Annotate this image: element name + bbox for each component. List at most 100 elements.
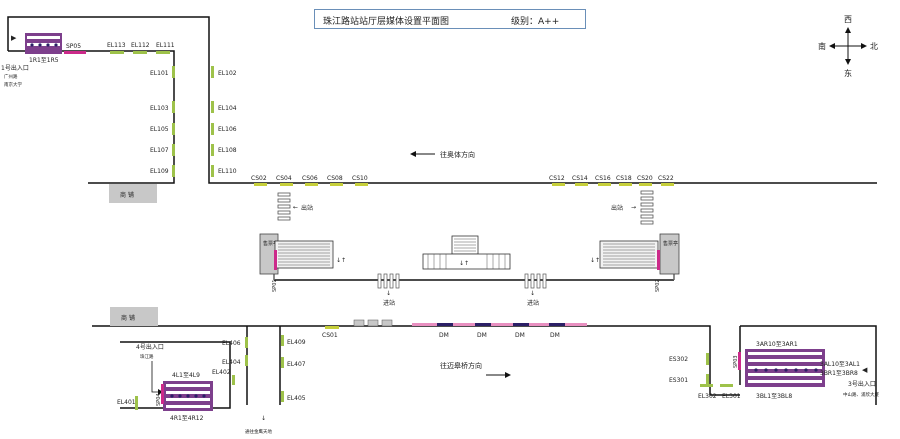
panel-stripe xyxy=(748,380,822,383)
gate xyxy=(640,214,654,219)
escalator-left xyxy=(274,240,334,269)
compass-east-label: 东 xyxy=(844,68,852,78)
cs12-label: CS12 xyxy=(549,175,565,182)
panel-dot xyxy=(186,394,190,398)
lightbox-el113 xyxy=(110,51,124,54)
service-booth-right xyxy=(659,233,680,275)
gate xyxy=(377,273,382,289)
lightbox-el109 xyxy=(172,165,175,177)
panel-label-3ar: 3AR10至3AR1 xyxy=(756,341,798,348)
cs18-label: CS18 xyxy=(616,175,632,182)
gates-out-left xyxy=(277,192,291,221)
panel-stripe xyxy=(748,359,822,362)
lightbox-el106 xyxy=(211,123,214,135)
lightbox-el405 xyxy=(281,391,284,402)
exit4-line1: 珠江路 xyxy=(140,353,154,360)
panel-label-3bl: 3BL1至3BL8 xyxy=(756,393,792,400)
el110-label: EL110 xyxy=(218,168,237,175)
gate xyxy=(277,216,291,221)
exit1-line2: 南京大学 xyxy=(4,81,22,88)
compass-arrow-left-icon xyxy=(829,43,835,49)
escalator-right xyxy=(599,240,659,269)
lightbox-el407 xyxy=(281,357,284,368)
gates-in-right-label: 进站 xyxy=(527,299,539,307)
sign-sp04-label: SP04 xyxy=(156,393,162,406)
sign-sp01-bar xyxy=(274,250,277,270)
panel-dot xyxy=(804,368,808,372)
el106-label: EL106 xyxy=(218,126,237,133)
compass: 西 东 南 北 xyxy=(818,15,878,78)
compass-south-label: 南 xyxy=(818,41,826,51)
lightbox-el302 xyxy=(700,384,713,387)
stairs-right: 售票亭 SP02 ↓↑ xyxy=(590,233,680,292)
dm-unit xyxy=(475,323,491,326)
updown-left-icon: ↓↑ xyxy=(336,257,346,264)
escalator-left-steps xyxy=(278,243,330,266)
panel-dot xyxy=(774,368,778,372)
sign-sp04-bar xyxy=(161,384,164,404)
escalator-right-steps xyxy=(603,243,655,266)
lightbox-cs16 xyxy=(598,183,611,186)
lightbox-el406 xyxy=(245,337,248,348)
lightbox-cs20 xyxy=(639,183,652,186)
direction-east: 往迈皋桥方向 xyxy=(440,361,482,370)
sign-sp03-label: SP03 xyxy=(733,355,739,368)
stair-top-steps xyxy=(454,238,476,252)
compass-arrow-down-icon xyxy=(845,59,851,65)
cs-right-group: CS12 CS14 CS16 CS18 CS20 CS22 xyxy=(549,175,674,186)
panel-dot xyxy=(54,43,58,47)
lightbox-el301 xyxy=(720,384,733,387)
compass-west-label: 西 xyxy=(844,15,852,24)
el-lower-mid-group: EL409 EL407 EL405 xyxy=(281,335,306,402)
cs-left-group: CS02 CS04 CS06 CS08 CS10 xyxy=(251,175,368,186)
updown-center-icon: ↓↑ xyxy=(459,260,469,267)
sign-sp05-label: SP05 xyxy=(66,43,81,50)
panel-stripe xyxy=(748,352,822,355)
panel-stripe xyxy=(748,366,822,369)
lightbox-cs22 xyxy=(661,183,674,186)
kiosk-box xyxy=(367,319,379,327)
gates-out-left-label: 出站 xyxy=(301,204,313,212)
el107-label: EL107 xyxy=(150,147,169,154)
lightbox-cs10 xyxy=(355,183,368,186)
station-walls xyxy=(7,16,877,409)
exit3-line1: 中山路、浦欣大厦 xyxy=(843,391,879,398)
shop-top xyxy=(109,184,157,203)
panel-dot xyxy=(814,368,818,372)
panel-label-3al: 3AL10至3AL1 xyxy=(820,361,860,368)
panel-stack-1r: 1R1至1R5 ▶ xyxy=(11,33,62,64)
map-title: 珠江路站站厅层媒体设置平面图 xyxy=(323,17,450,27)
panel-dot xyxy=(170,394,174,398)
panel-stack-3: SP03 3AR10至3AR1 3AL10至3AL1 3BR1至3BR8 3BL… xyxy=(733,341,860,400)
es301-label: ES301 xyxy=(669,377,688,384)
panel-stripe xyxy=(748,373,822,376)
gate xyxy=(536,273,541,289)
el409-label: EL409 xyxy=(287,339,306,346)
east-arrow-icon xyxy=(505,372,511,378)
kiosk-box xyxy=(381,319,393,327)
gate xyxy=(389,273,394,289)
dm-label: DM xyxy=(477,332,487,339)
exit3-title: 3号出入口 xyxy=(848,380,876,388)
panel-stripe xyxy=(166,391,210,394)
shop-top-label: 商 铺 xyxy=(120,191,134,199)
el407-label: EL407 xyxy=(287,361,306,368)
panel-dot xyxy=(38,43,42,47)
el111-label: EL111 xyxy=(156,42,175,49)
compass-north-label: 北 xyxy=(870,42,878,51)
el104-label: EL104 xyxy=(218,105,237,112)
arrow-left-out-icon: ← xyxy=(293,204,298,211)
panel-label-3br: 3BR1至3BR8 xyxy=(820,370,858,377)
gate xyxy=(524,273,529,289)
lightbox-el105 xyxy=(172,123,175,135)
west-arrow-icon xyxy=(410,151,416,157)
el109-label: EL109 xyxy=(150,168,169,175)
dm-unit xyxy=(549,323,565,326)
cs06-label: CS06 xyxy=(302,175,318,182)
lightbox-el409 xyxy=(281,335,284,346)
lightbox-cs04 xyxy=(280,183,293,186)
el103-label: EL103 xyxy=(150,105,169,112)
stair-base xyxy=(422,253,511,270)
el-right-group: EL102 EL104 EL106 EL108 EL110 xyxy=(211,66,237,177)
